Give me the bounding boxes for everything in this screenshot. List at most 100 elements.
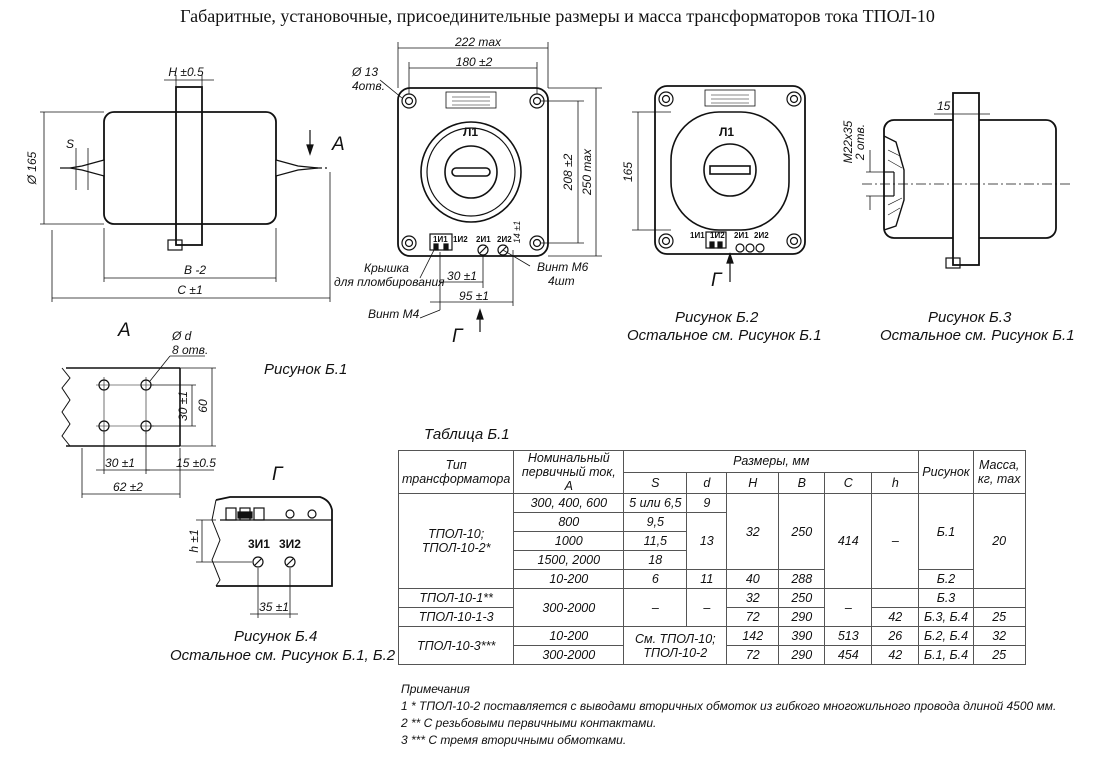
figure-caption-b4: Рисунок Б.4 [234, 628, 317, 645]
dim-s: S [66, 137, 74, 151]
dim-250: 250 max [580, 148, 594, 196]
dim-30-horizontal: 30 ±1 [105, 456, 135, 470]
cell-current: 300-2000 [513, 645, 625, 665]
table-caption: Таблица Б.1 [424, 426, 510, 443]
figure-b2 [632, 85, 806, 282]
dim-hole-count: 4отв. [352, 79, 385, 93]
header-type: Тип трансформатора [397, 450, 515, 494]
figure-caption-b1: Рисунок Б.1 [264, 361, 347, 378]
cell-figure: Б.2, Б.4 [918, 626, 974, 646]
cell-d: 11 [686, 569, 728, 589]
cell-d: – [686, 588, 728, 627]
cell-b: 250 [778, 493, 826, 570]
cell-s: 18 [623, 550, 688, 570]
dim-60: 60 [196, 399, 210, 413]
cell-s: 6 [623, 569, 688, 589]
header-current: Номинальный первичный ток, А [513, 450, 625, 494]
cell-figure: Б.3, Б.4 [918, 607, 974, 627]
fig2-label-l1: Л1 [719, 125, 734, 139]
cell-d: 9 [686, 493, 728, 513]
cell-s: 9,5 [623, 512, 688, 532]
fig2-terminal-1i2: 1И2 [710, 231, 725, 240]
cell-mass [972, 588, 1026, 608]
dim-222: 222 max [454, 35, 502, 49]
cell-mass: 25 [972, 645, 1026, 665]
header-dimensions: Размеры, мм [623, 450, 920, 473]
cell-current: 800 [513, 512, 625, 532]
cell-b: 288 [778, 569, 826, 589]
label-screw-m6-count: 4шт [548, 274, 575, 288]
dim-c: C ±1 [177, 283, 202, 297]
cell-h-upper: 142 [726, 626, 780, 646]
cell-figure: Б.2 [918, 569, 974, 589]
fig4-dim-35: 35 ±1 [259, 600, 289, 614]
dim-208: 208 ±2 [561, 153, 575, 191]
cell-s: – [623, 588, 688, 627]
cell-c: 454 [824, 645, 873, 665]
header-b: B [778, 471, 826, 494]
cell-d: 13 [686, 512, 728, 570]
notes-heading: Примечания [401, 682, 470, 696]
dim-95: 95 ±1 [459, 289, 489, 303]
cell-h-upper: 32 [726, 493, 780, 570]
cell-current: 10-200 [513, 569, 625, 589]
fig2-terminal-1i1: 1И1 [690, 231, 705, 240]
side-view [40, 75, 331, 302]
cell-h-upper: 72 [726, 607, 780, 627]
dim-phi165: Ø 165 [25, 151, 39, 185]
fig4-terminal-3i1: 3И1 [248, 537, 270, 551]
figure-caption-b2-note: Остальное см. Рисунок Б.1 [627, 327, 822, 344]
note-1: 1 * ТПОЛ-10-2 поставляется с выводами вт… [401, 699, 1057, 713]
fig4-dim-h: h ±1 [187, 529, 201, 552]
figure-caption-b2: Рисунок Б.2 [675, 309, 759, 326]
fig3-dim-15: 15 [937, 99, 951, 113]
cell-mass: 25 [972, 607, 1026, 627]
label-l1: Л1 [463, 125, 478, 139]
cell-h-upper: 40 [726, 569, 780, 589]
dim-15: 15 ±0.5 [176, 456, 216, 470]
label-screw-m6: Винт М6 [537, 260, 589, 274]
header-h-lower: h [871, 471, 920, 494]
table-subheader-row: S d H B C h [399, 471, 1026, 494]
table-header-row: Тип трансформатора Номинальный первичный… [397, 450, 1026, 494]
page-title: Габаритные, установочные, присоединитель… [180, 6, 935, 26]
fig2-terminal-2i2: 2И2 [754, 231, 769, 240]
table-row: ТПОЛ-10-1** 300-2000 – – 32 250 – Б.3 [397, 588, 1026, 627]
dim-62: 62 ±2 [113, 480, 143, 494]
dim-14: 14 ±1 [512, 221, 522, 243]
notes: Примечания 1 * ТПОЛ-10-2 поставляется с … [401, 681, 1056, 749]
cell-h-lower: – [871, 493, 920, 589]
cell-h-upper: 32 [726, 588, 780, 608]
cell-s: 11,5 [623, 531, 688, 551]
cell-current: 1500, 2000 [513, 550, 625, 570]
fig2-dim-165: 165 [621, 162, 635, 182]
cell-s: 5 или 6,5 [623, 493, 688, 513]
cell-current: 1000 [513, 531, 625, 551]
table-row: 1500, 2000 18 [399, 550, 1026, 570]
cell-figure: Б.3 [918, 588, 974, 608]
spec-table: Тип трансформатора Номинальный первичный… [397, 450, 1026, 665]
cell-mass: 32 [972, 626, 1026, 646]
dim-holes-8: 8 отв. [172, 343, 208, 357]
figure-caption-b3-note: Остальное см. Рисунок Б.1 [880, 327, 1075, 344]
cell-figure: Б.1, Б.4 [918, 645, 974, 665]
front-view [379, 42, 602, 332]
header-figure: Рисунок [918, 450, 974, 494]
fig3-thread: M22x35 [841, 120, 855, 163]
view-a-title: A [117, 320, 131, 341]
cell-type: ТПОЛ-10; ТПОЛ-10-2* [397, 493, 515, 589]
dim-30-vertical: 30 ±1 [176, 391, 190, 421]
view-arrow-a: A [331, 134, 345, 155]
note-3: 3 *** С тремя вторичными обмотками. [401, 733, 627, 747]
fig4-view-g: Г [272, 464, 284, 485]
dim-180: 180 ±2 [456, 55, 493, 69]
cell-b: 250 [778, 588, 826, 608]
figure-caption-b3: Рисунок Б.3 [928, 309, 1012, 326]
cell-s-d: См. ТПОЛ-10; ТПОЛ-10-2 [623, 626, 728, 665]
table-row: ТПОЛ-10-1-3 72 290 42 Б.3, Б.4 25 [397, 607, 1026, 627]
cell-h-lower: 42 [871, 645, 920, 665]
figure-b4 [196, 496, 333, 618]
cell-figure: Б.1 [918, 493, 974, 570]
note-2: 2 ** С резьбовыми первичными контактами. [401, 716, 657, 730]
fig2-terminal-2i1: 2И1 [734, 231, 749, 240]
